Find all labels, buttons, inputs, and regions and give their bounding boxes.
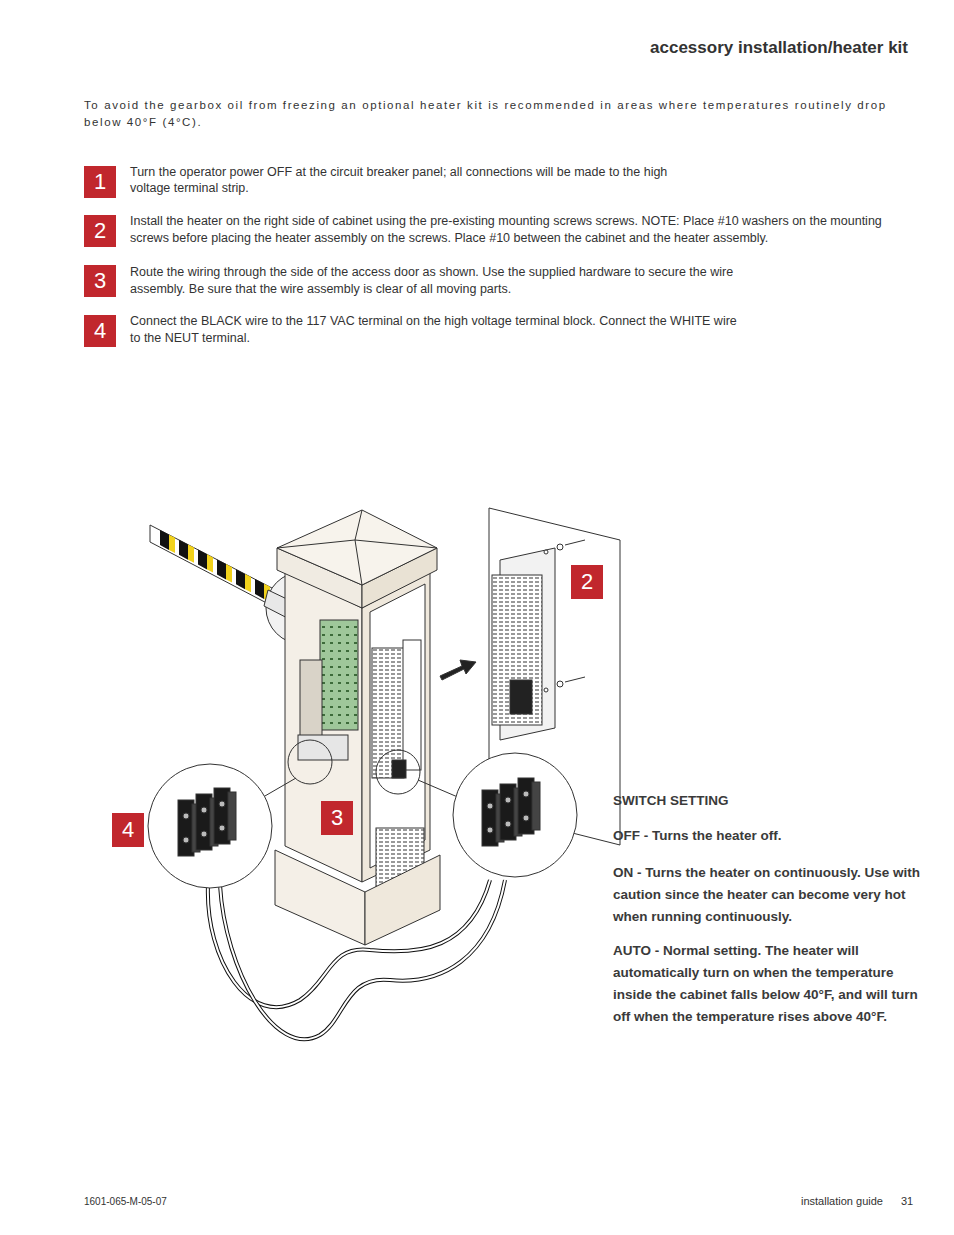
- document-number: 1601-065-M-05-07: [84, 1195, 284, 1208]
- arm-stripe: [245, 574, 251, 592]
- arm-stripe: [207, 554, 213, 572]
- callout-number-box: 2: [571, 565, 603, 599]
- step-number-box: 1: [84, 166, 116, 198]
- callout-number: 4: [94, 320, 106, 342]
- callout-number-box: 4: [112, 813, 144, 847]
- terminal-screw: [183, 837, 189, 843]
- terminal-block-inset: [148, 753, 577, 888]
- step-text: Turn the operator power OFF at the circu…: [130, 164, 705, 196]
- footer-text: installation guide: [801, 1195, 901, 1208]
- operator-cabinet: [258, 510, 460, 945]
- terminal-side: [228, 792, 236, 840]
- step-number-box: 2: [84, 215, 116, 247]
- callout-number-box: 3: [321, 801, 353, 835]
- step-text: Route the wiring through the side of the…: [130, 264, 770, 298]
- arm-stripe: [179, 540, 188, 560]
- terminal-screw: [523, 815, 529, 821]
- arm-stripe: [169, 535, 175, 553]
- terminal-screw: [487, 803, 493, 809]
- switch-heading: SWITCH SETTING: [613, 791, 923, 811]
- terminal-screw: [505, 797, 511, 803]
- arm-stripe: [160, 530, 169, 550]
- switch-option: ON - Turns the heater on continuously. U…: [613, 862, 923, 928]
- callout-number: 3: [331, 807, 343, 829]
- arm-stripe: [217, 559, 226, 579]
- arm-stripe: [236, 569, 245, 589]
- page-title: accessory installation/heater kit: [650, 38, 908, 58]
- arm-stripe: [188, 545, 194, 563]
- switch-option: OFF - Turns the heater off.: [613, 826, 923, 846]
- switch-option: AUTO - Normal setting. The heater will a…: [613, 940, 918, 1028]
- callout-number: 2: [581, 571, 593, 593]
- intro-note: To avoid the gearbox oil from freezing a…: [84, 97, 914, 131]
- terminal-screw: [523, 791, 529, 797]
- terminal-screw: [201, 831, 207, 837]
- callout-number: 1: [94, 171, 106, 193]
- step-text: Connect the BLACK wire to the 117 VAC te…: [130, 313, 745, 347]
- terminal-screw: [219, 825, 225, 831]
- arm-stripe: [226, 564, 232, 582]
- step-number-box: 4: [84, 315, 116, 347]
- callout-number: 4: [122, 819, 134, 841]
- step-text: Install the heater on the right side of …: [130, 213, 920, 247]
- page-number: 31: [901, 1195, 931, 1208]
- terminal-screw: [219, 801, 225, 807]
- terminal-screw: [201, 807, 207, 813]
- callout-number: 3: [94, 270, 106, 292]
- callout-number: 2: [94, 220, 106, 242]
- terminal-screw: [487, 827, 493, 833]
- terminal-screw: [505, 821, 511, 827]
- terminal-side: [532, 782, 540, 830]
- arm-stripe: [198, 550, 207, 570]
- terminal-screw: [183, 813, 189, 819]
- step-number-box: 3: [84, 265, 116, 297]
- arm-stripe: [255, 579, 264, 599]
